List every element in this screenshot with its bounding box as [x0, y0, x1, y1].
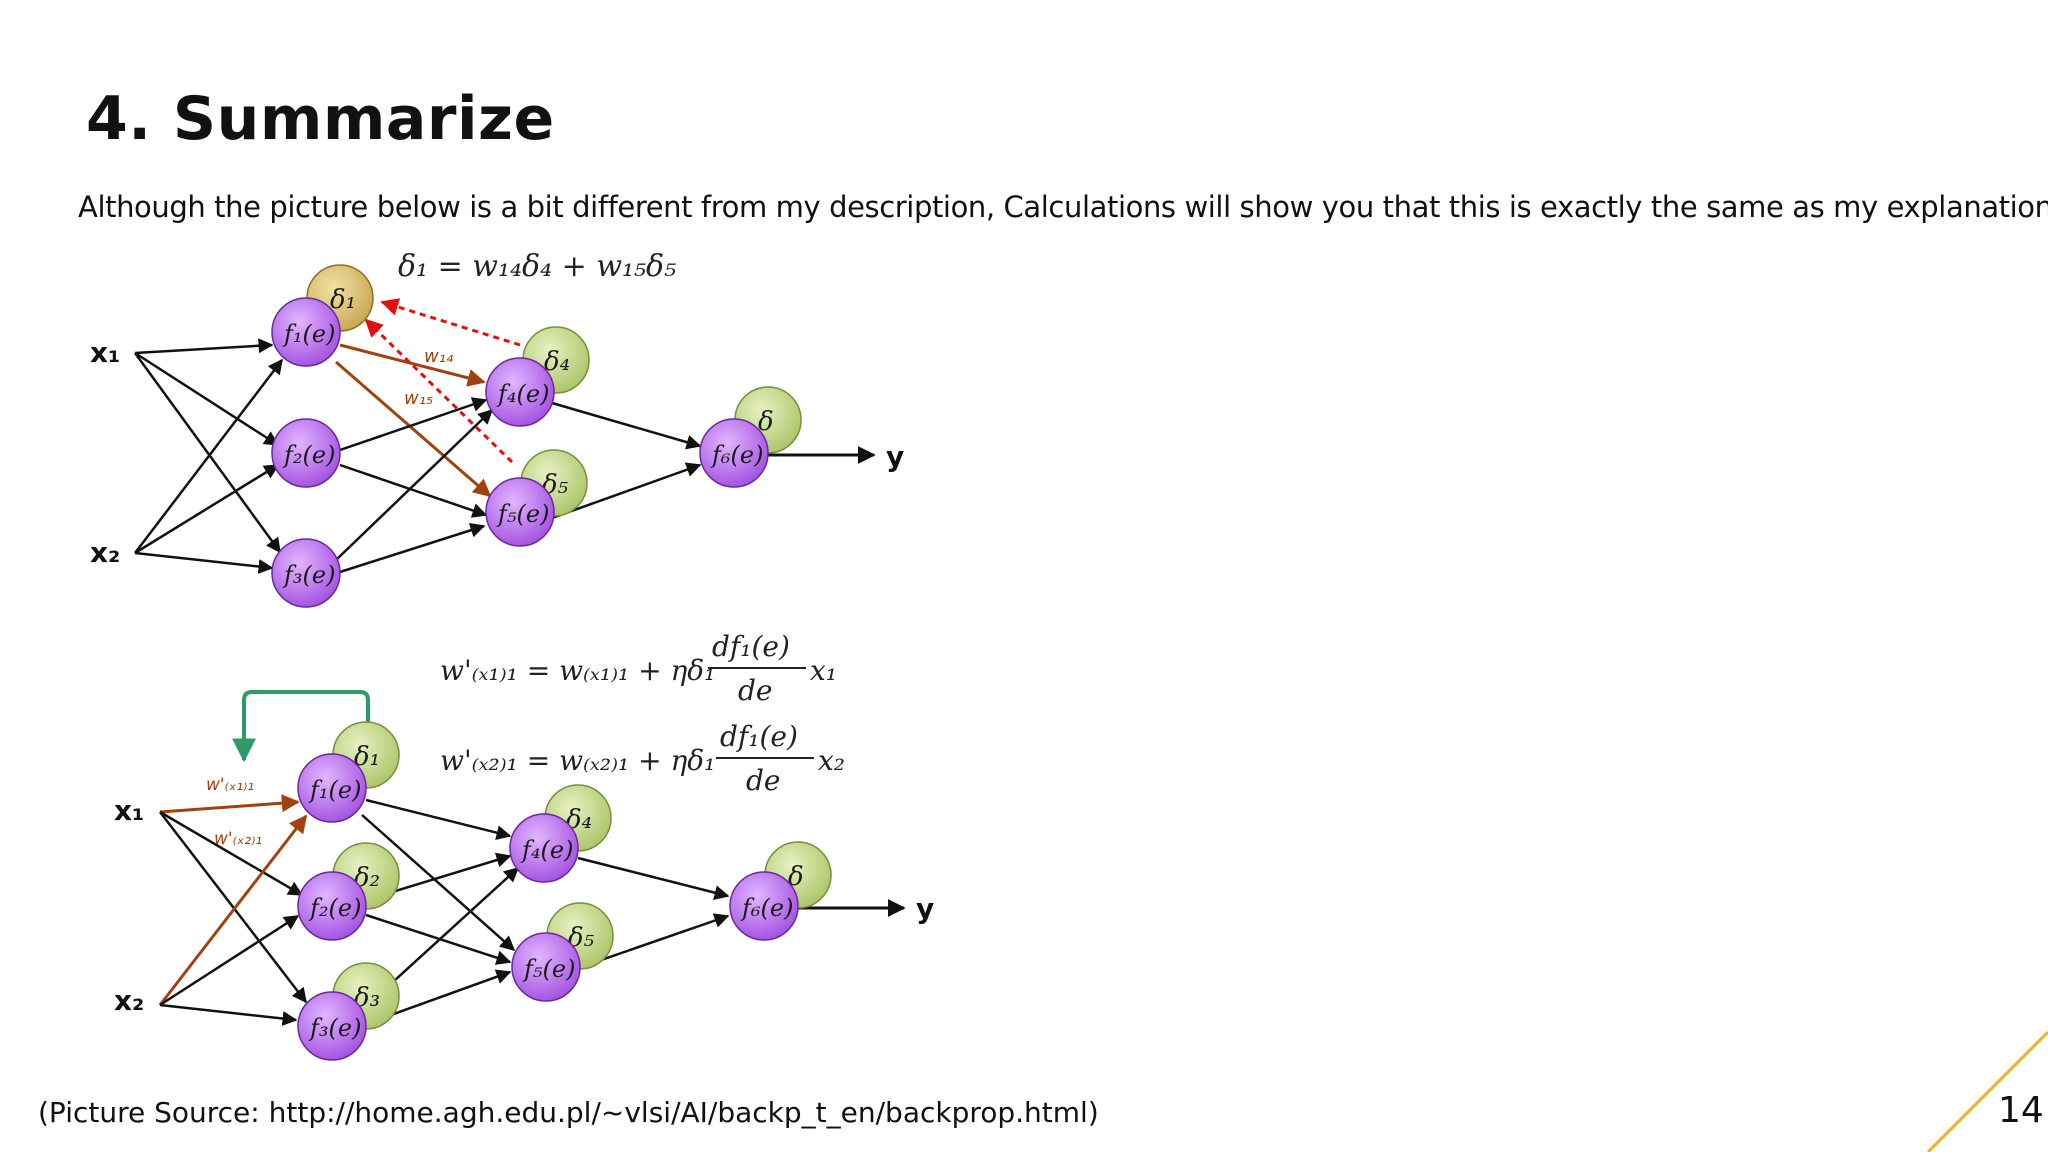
weight-update-formula-2-lhs: w'₍ₓ₂₎₁ = w₍ₓ₂₎₁ + ηδ₁: [440, 744, 715, 777]
bottom-neuron-f5-label: f₅(e): [522, 955, 575, 983]
bottom-output-y: y: [916, 892, 934, 925]
slide-title: 4. Summarize: [86, 84, 555, 154]
top-neuron-f1-label: f₁(e): [282, 320, 335, 348]
top-input-x2: x₂: [90, 536, 120, 569]
top-error-arrow-d5: [364, 318, 514, 464]
slide-subtitle: Although the picture below is a bit diff…: [78, 190, 2048, 224]
bottom-neuron-f4-label: f₄(e): [520, 836, 573, 864]
bottom-edge-f1-f5: [361, 814, 516, 951]
weight-update-formula-1-tail: x₁: [810, 654, 837, 687]
top-neuron-f6: [699, 418, 769, 488]
weight-update-formula-1-den: de: [738, 674, 773, 707]
top-edge-x2-f1: [134, 358, 283, 554]
top-weight-w14: w₁₄: [424, 346, 454, 367]
bottom-weight-label-x1: w'₍ₓ₁₎₁: [206, 775, 254, 795]
weight-update-formula-1-num: df₁(e): [712, 630, 790, 663]
weight-update-arrow: [232, 690, 370, 763]
top-network: δ₁ = w₁₄δ₄ + w₁₅δ₅ x₁ x₂ y w₁₄ w₁₅ δ₁ f₁: [90, 249, 904, 608]
top-edge-x1-f1: [134, 338, 274, 355]
top-neuron-f2: [271, 418, 341, 488]
bottom-edge-f1-f4: [365, 798, 512, 841]
bottom-weight-label-x2: w'₍ₓ₂₎₁: [214, 829, 262, 849]
weight-update-formula-1-lhs: w'₍ₓ₁₎₁ = w₍ₓ₁₎₁ + ηδ₁: [440, 654, 715, 687]
top-weight-arrow-w15: [335, 360, 492, 498]
top-edge-x2-f2: [134, 463, 280, 555]
top-neuron-f5-label: f₅(e): [496, 500, 549, 528]
top-neuron-f2-label: f₂(e): [282, 441, 335, 469]
top-neuron-f5: [485, 477, 555, 547]
top-input-x1: x₁: [90, 336, 120, 369]
bottom-input-x1: x₁: [114, 794, 144, 827]
top-weight-arrow-w14: [339, 343, 486, 387]
top-edge-x1-f3: [133, 352, 282, 554]
bottom-neuron-f1: [297, 753, 367, 823]
bottom-neuron-f6: [729, 871, 799, 941]
bottom-edge-f4-f6: [577, 856, 730, 900]
top-edge-x2-f3: [134, 551, 274, 574]
top-neuron-f4-label: f₄(e): [496, 380, 549, 408]
bottom-neuron-f5: [511, 932, 581, 1002]
top-weight-w15: w₁₅: [404, 388, 433, 409]
top-delta-formula: δ₁ = w₁₄δ₄ + w₁₅δ₅: [398, 249, 676, 284]
weight-update-formula-2-den: de: [746, 764, 781, 797]
accent-line: [1926, 1030, 2048, 1152]
page-number: 14: [1998, 1090, 2044, 1131]
bottom-edge-f2-f5: [365, 913, 512, 965]
top-neuron-f3: [271, 538, 341, 608]
bottom-edge-x2-f2: [159, 914, 300, 1007]
top-edge-f5-f6: [551, 462, 702, 520]
top-edge-f2-f4: [339, 397, 488, 452]
bottom-delta6-label: δ: [788, 862, 804, 892]
bottom-edge-x2-f3: [159, 1003, 298, 1026]
top-delta1-label: δ₁: [330, 285, 356, 315]
bottom-neuron-f2: [297, 871, 367, 941]
top-delta6-label: δ: [758, 407, 774, 437]
top-neuron-f6-label: f₆(e): [710, 441, 763, 469]
top-edge-f3-f5: [339, 522, 486, 574]
bottom-neuron-f1-label: f₁(e): [308, 776, 361, 804]
top-edge-f4-f6: [551, 401, 702, 450]
top-edge-x1-f2: [134, 351, 280, 447]
bottom-edge-x1-f3: [159, 811, 307, 1004]
bottom-weight-arrow-x2-f1: [158, 814, 308, 1006]
bottom-neuron-f6-label: f₆(e): [740, 894, 793, 922]
picture-source: (Picture Source: http://home.agh.edu.pl/…: [38, 1096, 1099, 1129]
top-output-y: y: [886, 440, 904, 473]
top-neuron-f1: [271, 297, 341, 367]
bottom-input-x2: x₂: [114, 984, 144, 1017]
weight-update-formula-2-tail: x₂: [818, 744, 845, 777]
weight-update-formula-2-num: df₁(e): [720, 720, 798, 753]
top-error-arrow-d4: [380, 298, 521, 347]
bottom-neuron-f3-label: f₃(e): [308, 1014, 361, 1042]
top-neuron-f4: [485, 357, 555, 427]
bottom-network: w'₍ₓ₁₎₁ = w₍ₓ₁₎₁ + ηδ₁ df₁(e) de x₁ w'₍ₓ…: [114, 630, 934, 1061]
bottom-weight-arrow-x1-f1: [159, 794, 300, 814]
bottom-neuron-f4: [509, 813, 579, 883]
bottom-neuron-f2-label: f₂(e): [308, 894, 361, 922]
bottom-neuron-f3: [297, 991, 367, 1061]
bottom-edge-x1-f2: [159, 810, 304, 897]
top-neuron-f3-label: f₃(e): [282, 561, 335, 589]
top-edge-f3-f4: [335, 408, 494, 561]
top-edge-f2-f5: [339, 463, 488, 518]
